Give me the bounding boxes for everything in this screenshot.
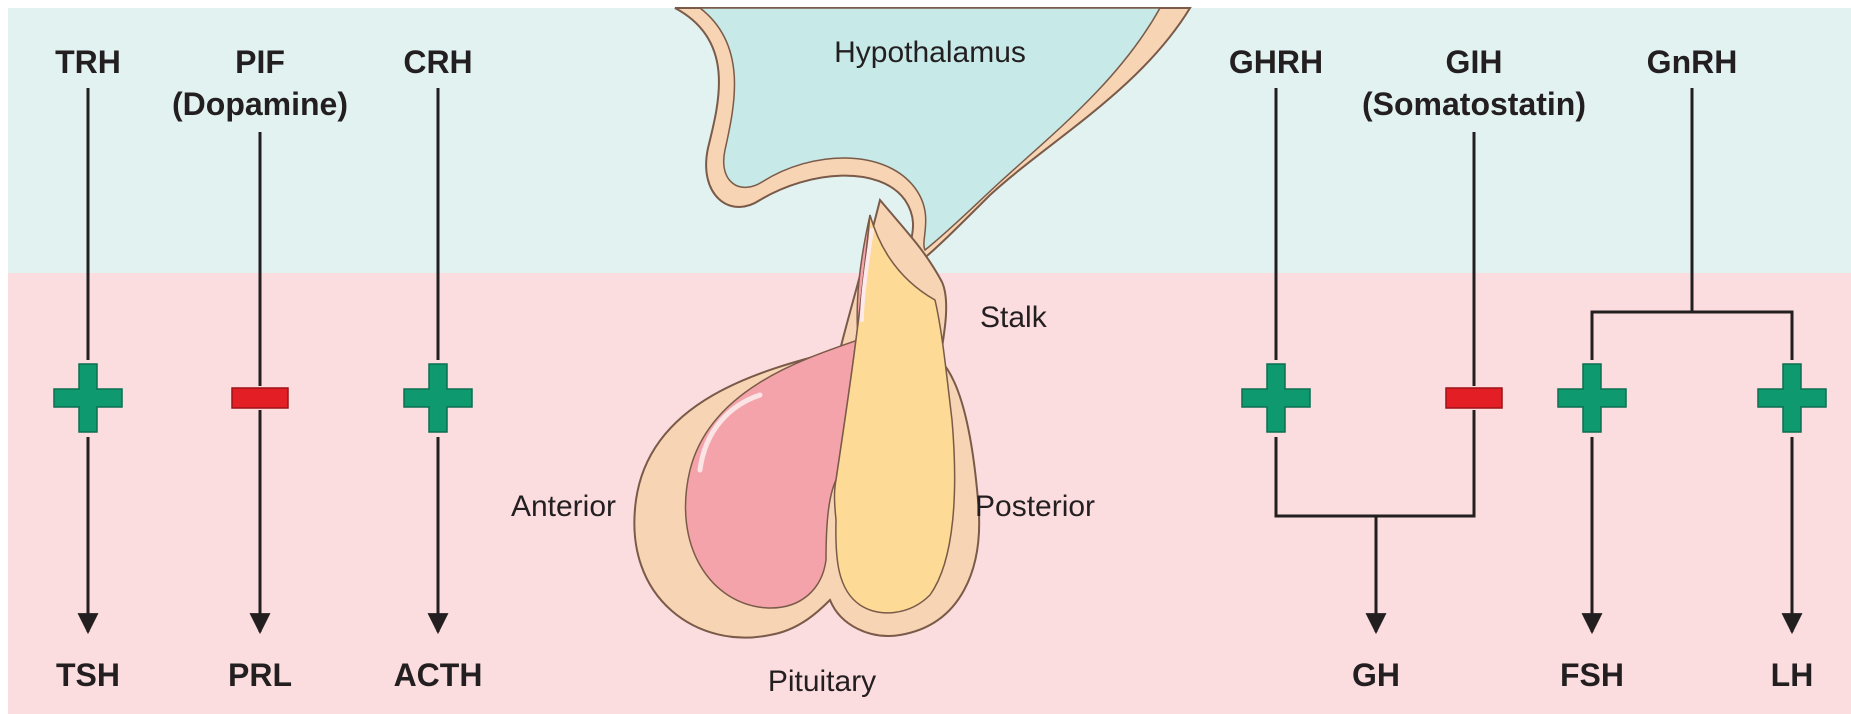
pituitary-label: Pituitary xyxy=(768,665,876,698)
releasing-hormone-label: GHRH xyxy=(1229,44,1323,80)
target-hormone-label: ACTH xyxy=(394,657,483,693)
releasing-hormone-label: GnRH xyxy=(1647,44,1738,80)
target-hormone-label: PRL xyxy=(228,657,292,693)
minus-icon xyxy=(232,388,288,408)
releasing-hormone-sublabel: (Dopamine) xyxy=(172,86,348,122)
target-hormone-label: LH xyxy=(1771,657,1814,693)
releasing-hormone-label: PIF xyxy=(235,44,285,80)
anterior-label: Anterior xyxy=(511,490,616,523)
target-hormone-label: TSH xyxy=(56,657,120,693)
releasing-hormone-label: CRH xyxy=(403,44,472,80)
releasing-hormone-label: TRH xyxy=(55,44,121,80)
hypothalamus-label: Hypothalamus xyxy=(834,36,1026,69)
minus-icon xyxy=(1446,388,1502,408)
releasing-hormone-label: GIH xyxy=(1446,44,1503,80)
releasing-hormone-sublabel: (Somatostatin) xyxy=(1362,86,1586,122)
stalk-label: Stalk xyxy=(980,301,1048,334)
posterior-label: Posterior xyxy=(975,490,1095,523)
target-hormone-label: GH xyxy=(1352,657,1400,693)
target-hormone-label: FSH xyxy=(1560,657,1624,693)
